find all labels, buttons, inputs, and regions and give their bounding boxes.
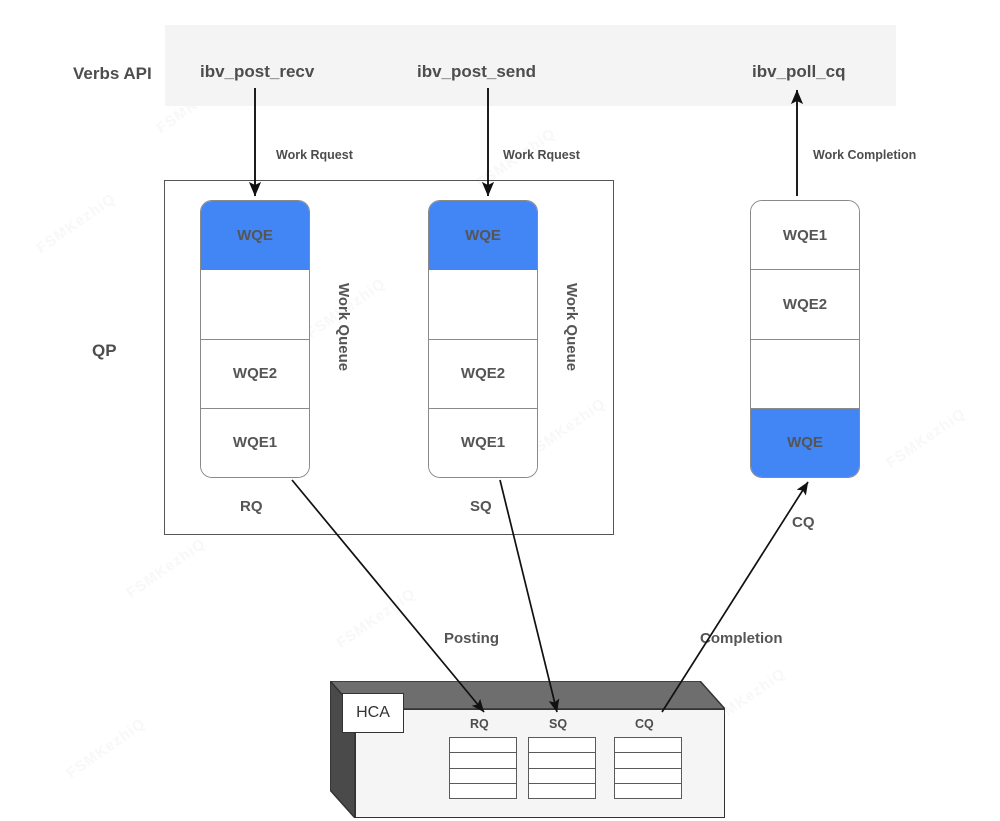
watermark: FSMKezhiQ — [63, 715, 149, 782]
edge-label-work-request-rq: Work Rquest — [276, 148, 353, 162]
hca-sq-row-2 — [529, 769, 595, 784]
hca-queue-sq[interactable] — [528, 737, 596, 799]
qp-label: QP — [92, 341, 117, 360]
hca-queue-label-sq: SQ — [549, 717, 568, 731]
hca-rq-row-3 — [450, 784, 516, 798]
verbs-api-section-label: Verbs API — [73, 64, 152, 83]
rq-cell-3: WQE1 — [201, 408, 309, 477]
hca-queue-cq[interactable] — [614, 737, 682, 799]
queue-name-rq: RQ — [240, 498, 263, 515]
hca-cq-row-3 — [615, 784, 681, 798]
work-queue-label-rq: Work Queue — [335, 283, 352, 372]
rq-cell-0: WQE — [201, 201, 309, 271]
verbs-api-band — [165, 25, 896, 106]
verb-call-ibv-poll-cq[interactable]: ibv_poll_cq — [752, 62, 846, 81]
sq-cell-3: WQE1 — [429, 408, 537, 477]
sq-cell-0: WQE — [429, 201, 537, 271]
verb-call-ibv-post-recv[interactable]: ibv_post_recv — [200, 62, 315, 81]
hca-rq-row-0 — [450, 738, 516, 754]
queue-name-cq: CQ — [792, 514, 815, 531]
hca-cq-row-2 — [615, 769, 681, 784]
cq-cell-0: WQE1 — [751, 201, 859, 271]
rq-cell-2: WQE2 — [201, 339, 309, 409]
rq-cell-1 — [201, 270, 309, 340]
hca-sq-row-3 — [529, 784, 595, 798]
hca-cq-row-0 — [615, 738, 681, 754]
watermark: FSMKezhiQ — [33, 190, 119, 257]
hca-queue-label-cq: CQ — [635, 717, 654, 731]
hca-rq-row-2 — [450, 769, 516, 784]
flow-label-posting: Posting — [444, 630, 499, 647]
hca-rq-row-1 — [450, 753, 516, 769]
work-queue-label-sq: Work Queue — [563, 283, 580, 372]
arrow-completion-cq — [661, 481, 809, 713]
edge-label-work-completion: Work Completion — [813, 148, 917, 162]
hca-queue-rq[interactable] — [449, 737, 517, 799]
watermark: FSMKezhiQ — [123, 535, 209, 602]
hca-sq-row-0 — [529, 738, 595, 754]
hca-queue-label-rq: RQ — [470, 717, 489, 731]
queue-name-sq: SQ — [470, 498, 492, 515]
sq-cell-2: WQE2 — [429, 339, 537, 409]
cq-cell-2 — [751, 339, 859, 409]
hca-cq-row-1 — [615, 753, 681, 769]
verb-call-ibv-post-send[interactable]: ibv_post_send — [417, 62, 537, 81]
edge-label-work-request-sq: Work Rquest — [503, 148, 580, 162]
cq-cell-3: WQE — [751, 408, 859, 477]
watermark: FSMKezhiQ — [333, 585, 419, 652]
flow-label-completion: Completion — [700, 630, 783, 647]
hca-label: HCA — [342, 693, 404, 733]
cq-cell-1: WQE2 — [751, 270, 859, 340]
hca-sq-row-1 — [529, 753, 595, 769]
watermark: FSMKezhiQ — [883, 405, 969, 472]
sq-cell-1 — [429, 270, 537, 340]
hca-device: HCA RQ SQ CQ — [330, 681, 725, 818]
